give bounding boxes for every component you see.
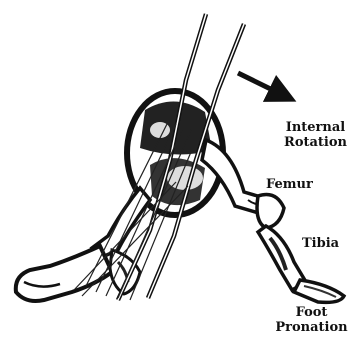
internal-rotation-line1: Internal bbox=[286, 120, 345, 135]
rotation-arrow bbox=[238, 73, 291, 99]
foot-pronation-line2: Pronation bbox=[275, 320, 347, 335]
internal-rotation-label: Internal Rotation bbox=[281, 120, 350, 150]
internal-rotation-line2: Rotation bbox=[284, 135, 347, 150]
foot-pronation-line1: Foot bbox=[296, 305, 328, 320]
foot-pronation-label: Foot Pronation bbox=[273, 305, 350, 335]
tibia-label: Tibia bbox=[302, 236, 339, 251]
leg-bones bbox=[202, 140, 344, 302]
femur-label: Femur bbox=[266, 177, 313, 192]
foot-bone bbox=[294, 280, 344, 302]
knee-joint bbox=[257, 195, 284, 229]
